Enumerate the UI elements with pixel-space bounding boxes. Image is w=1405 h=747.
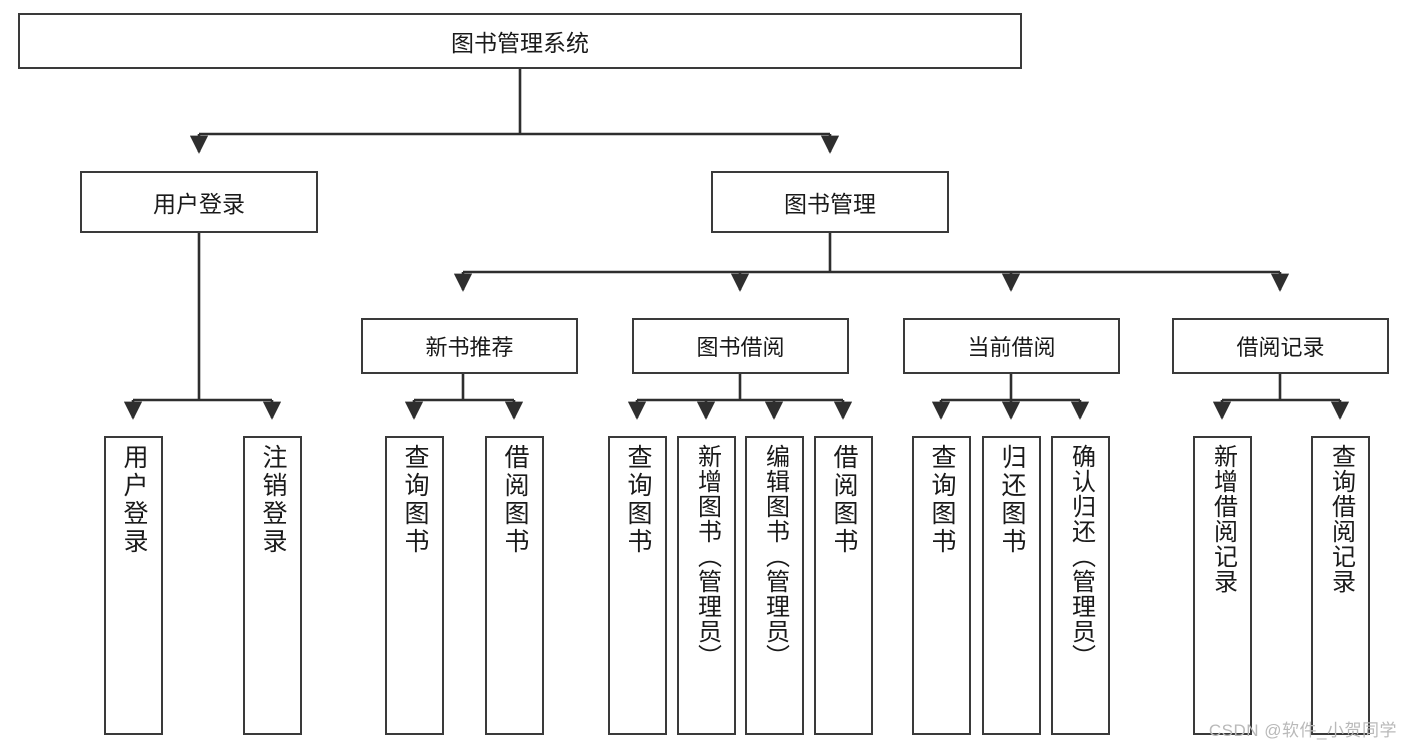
leaf-user-login-login-label: 用户登录 [120,444,148,556]
leaf-current-confirm-return-label: 确认归还（管理员） [1067,444,1095,669]
leaf-borrow-query-book[interactable]: 查询图书 [608,436,667,735]
leaf-current-return-book-label: 归还图书 [998,444,1026,556]
leaf-current-confirm-return[interactable]: 确认归还（管理员） [1051,436,1110,735]
leaf-borrow-add-book-label: 新增图书（管理员） [693,444,721,669]
node-user-login-label: 用户登录 [153,191,245,217]
leaf-user-login-logout[interactable]: 注销登录 [243,436,302,735]
leaf-record-add-record[interactable]: 新增借阅记录 [1193,436,1252,735]
node-current-borrow-label: 当前借阅 [967,335,1056,360]
leaf-record-query-record[interactable]: 查询借阅记录 [1311,436,1370,735]
leaf-user-login-login[interactable]: 用户登录 [104,436,163,735]
node-borrow-record-label: 借阅记录 [1236,335,1325,360]
node-new-book-recommend[interactable]: 新书推荐 [361,318,578,374]
leaf-recommend-borrow-book-label: 借阅图书 [501,444,529,556]
leaf-borrow-query-book-label: 查询图书 [624,444,652,556]
leaf-borrow-borrow-book-label: 借阅图书 [830,444,858,556]
leaf-borrow-borrow-book[interactable]: 借阅图书 [814,436,873,735]
leaf-borrow-edit-book[interactable]: 编辑图书（管理员） [745,436,804,735]
node-book-management[interactable]: 图书管理 [711,171,949,233]
node-root-system[interactable]: 图书管理系统 [18,13,1022,69]
leaf-recommend-query-book-label: 查询图书 [401,444,429,556]
node-book-borrow[interactable]: 图书借阅 [632,318,849,374]
leaf-current-query-book-label: 查询图书 [928,444,956,556]
node-user-login[interactable]: 用户登录 [80,171,318,233]
watermark-text: CSDN @软件_小贺同学 [1208,721,1397,740]
node-book-management-label: 图书管理 [784,191,876,217]
leaf-record-query-record-label: 查询借阅记录 [1327,444,1355,594]
leaf-record-add-record-label: 新增借阅记录 [1209,444,1237,594]
node-borrow-record[interactable]: 借阅记录 [1172,318,1389,374]
node-root-label: 图书管理系统 [451,30,589,56]
leaf-current-return-book[interactable]: 归还图书 [982,436,1041,735]
leaf-current-query-book[interactable]: 查询图书 [912,436,971,735]
node-new-book-recommend-label: 新书推荐 [425,335,514,360]
leaf-borrow-edit-book-label: 编辑图书（管理员） [761,444,789,669]
node-current-borrow[interactable]: 当前借阅 [903,318,1120,374]
leaf-user-login-logout-label: 注销登录 [259,444,287,556]
leaf-recommend-borrow-book[interactable]: 借阅图书 [485,436,544,735]
leaf-recommend-query-book[interactable]: 查询图书 [385,436,444,735]
leaf-borrow-add-book[interactable]: 新增图书（管理员） [677,436,736,735]
node-book-borrow-label: 图书借阅 [696,335,785,360]
